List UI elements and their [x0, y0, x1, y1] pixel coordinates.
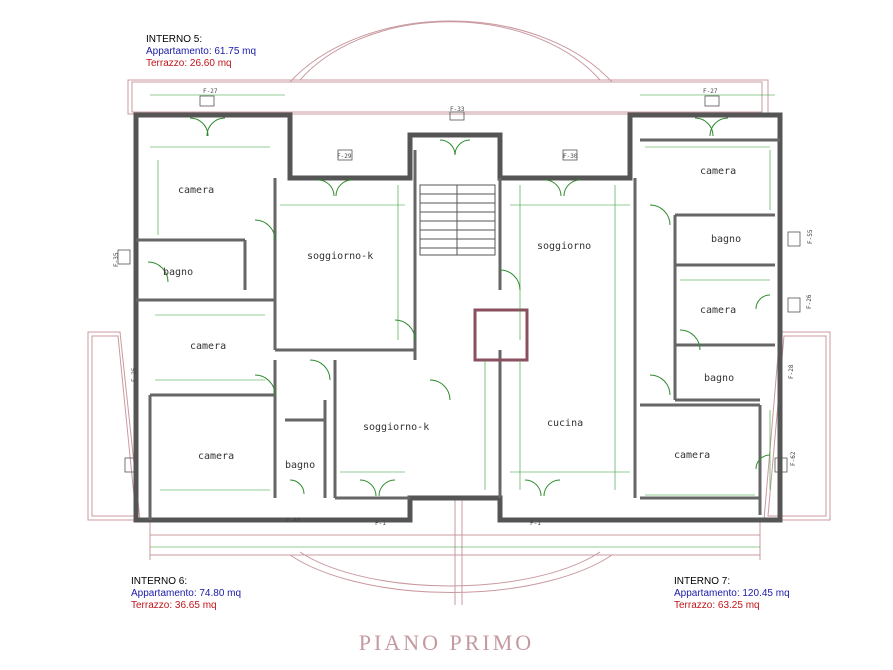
unit-name: INTERNO 6: [131, 576, 188, 587]
label-f1-left: F-1 [375, 520, 386, 527]
room-camera-5: camera [700, 305, 736, 316]
window-markers [117, 95, 801, 473]
room-camera-4: camera [700, 166, 736, 177]
unit-info-6: INTERNO 6: Appartamento: 74.80 mq Terraz… [131, 576, 241, 612]
room-bagno-3: bagno [711, 234, 741, 245]
stairs [419, 184, 496, 256]
room-camera-6: camera [674, 450, 710, 461]
terrace-outline [87, 20, 831, 605]
unit-terrace-area: Terrazzo: 36.65 mq [131, 600, 217, 611]
unit-info-7: INTERNO 7: Appartamento: 120.45 mq Terra… [674, 576, 790, 612]
unit-name: INTERNO 7: [674, 576, 731, 587]
label-f35: F-35 [113, 252, 120, 267]
unit-terrace-area: Terrazzo: 63.25 mq [674, 600, 760, 611]
label-f33: F-33 [450, 106, 465, 113]
label-f27-left: F-27 [203, 88, 218, 95]
room-bagno-2: bagno [285, 460, 315, 471]
room-soggiorno-k-1: soggiorno-k [307, 251, 373, 262]
label-f25: F-25 [131, 367, 138, 382]
unit-info-5: INTERNO 5: Appartamento: 61.75 mq Terraz… [146, 34, 256, 70]
walls [133, 112, 783, 523]
room-camera-2: camera [190, 341, 226, 352]
label-f27-right: F-27 [703, 88, 718, 95]
label-f55: F-55 [807, 229, 814, 244]
room-camera-3: camera [198, 451, 234, 462]
label-f29: F-29 [337, 153, 352, 160]
unit-apartment-area: Appartamento: 120.45 mq [674, 588, 790, 599]
room-bagno-1: bagno [163, 267, 193, 278]
label-f28: F-28 [788, 364, 795, 379]
doors [147, 117, 771, 497]
unit-name: INTERNO 5: [146, 34, 203, 45]
elevator [473, 308, 529, 362]
room-cucina: cucina [547, 418, 583, 429]
room-soggiorno-k-2: soggiorno-k [363, 422, 429, 433]
room-soggiorno: soggiorno [537, 241, 591, 252]
label-f30: F-30 [563, 153, 578, 160]
room-bagno-4: bagno [704, 373, 734, 384]
label-f26: F-26 [806, 294, 813, 309]
room-camera-1: camera [178, 185, 214, 196]
interior-walls [136, 138, 780, 520]
unit-apartment-area: Appartamento: 74.80 mq [131, 588, 242, 599]
label-f1-right: F-1 [530, 520, 541, 527]
unit-apartment-area: Appartamento: 61.75 mq [146, 46, 257, 57]
dimension-lines [150, 94, 775, 548]
label-f40: F-40 [286, 517, 301, 524]
unit-terrace-area: Terrazzo: 26.60 mq [146, 58, 232, 69]
label-f62: F-62 [790, 451, 797, 466]
plan-title: PIANO PRIMO [358, 630, 535, 655]
